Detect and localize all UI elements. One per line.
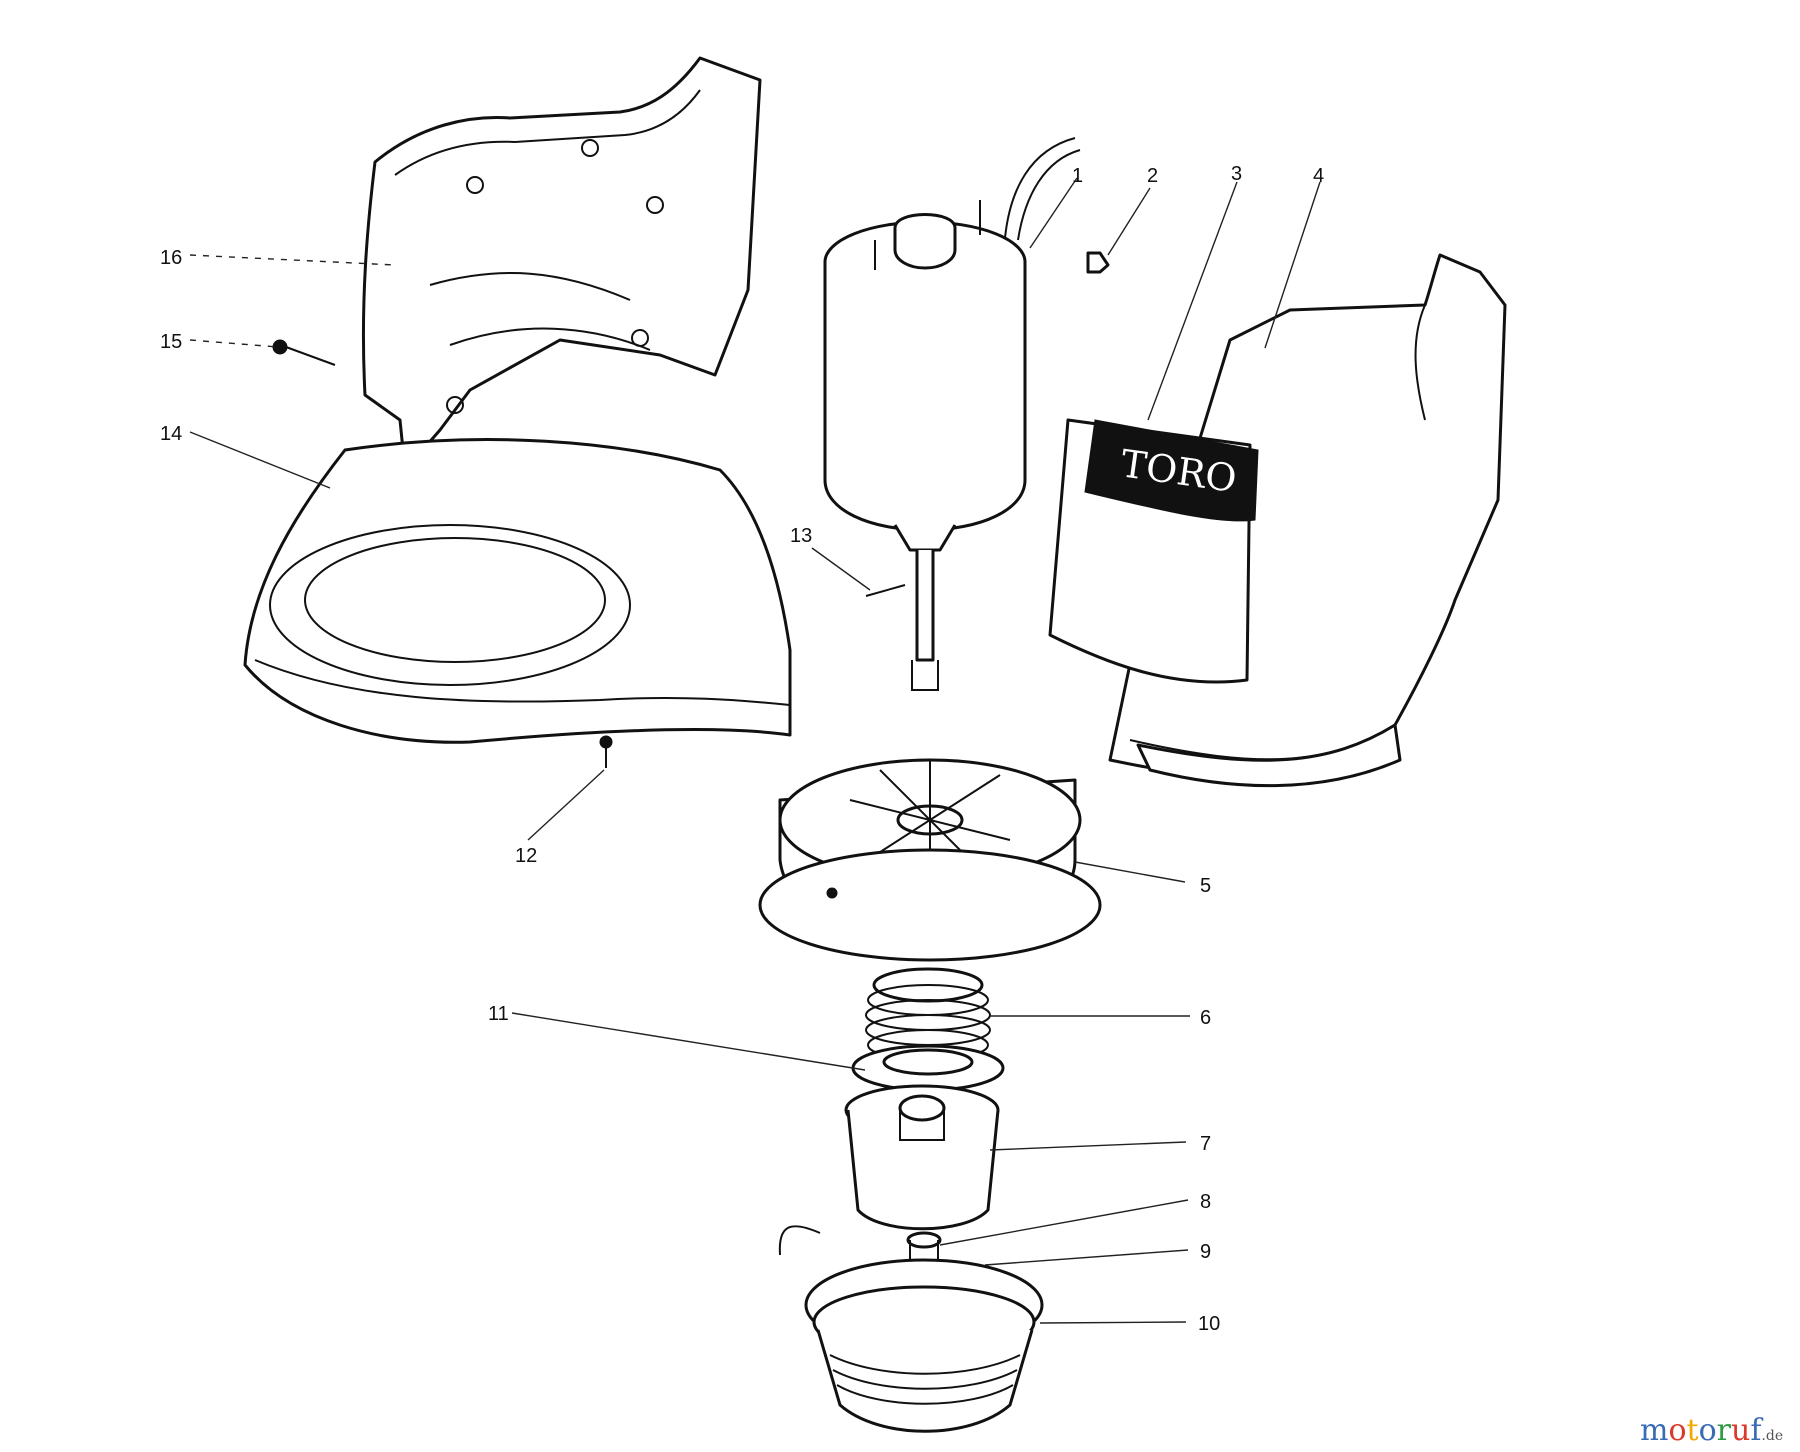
part-8-bolt xyxy=(906,1231,942,1263)
watermark-letter: u xyxy=(1731,1413,1750,1448)
leader-7 xyxy=(989,1141,1187,1151)
leader-3 xyxy=(1147,181,1238,421)
watermark-letter: m xyxy=(1640,1413,1668,1448)
leader-10 xyxy=(1039,1321,1187,1324)
callout-4: 4 xyxy=(1313,165,1324,187)
watermark-letter: o xyxy=(1699,1413,1717,1448)
part-11-washer xyxy=(851,1044,1005,1092)
part-7-spool-housing xyxy=(844,1084,1000,1231)
part-10-spool xyxy=(804,1258,1044,1433)
watermark-letter: o xyxy=(1668,1413,1686,1448)
callout-7: 7 xyxy=(1200,1133,1211,1155)
part-6-spring xyxy=(865,967,991,1061)
leader-8 xyxy=(939,1199,1189,1246)
leader-11 xyxy=(511,1012,866,1071)
callout-3: 3 xyxy=(1231,163,1242,185)
leader-5 xyxy=(1074,861,1186,883)
part-12-screw xyxy=(599,735,613,768)
callout-14: 14 xyxy=(160,423,182,445)
watermark-letter: r xyxy=(1717,1413,1732,1448)
leader-2 xyxy=(1107,187,1151,256)
callout-16: 16 xyxy=(160,247,182,269)
leader-15 xyxy=(189,339,279,348)
callout-12: 12 xyxy=(515,845,537,867)
callout-8: 8 xyxy=(1200,1191,1211,1213)
leader-4 xyxy=(1264,181,1321,349)
part-3-decal: TORO xyxy=(1048,418,1259,684)
callouts: 1 2 3 4 5 6 7 8 9 10 11 12 13 14 15 16 xyxy=(160,163,1324,1335)
leader-12 xyxy=(527,769,605,841)
motoruf-watermark-logo: motoruf.de xyxy=(1640,1413,1783,1448)
part-2-cap xyxy=(1086,251,1110,274)
part-13-pin xyxy=(865,584,906,597)
leader-13 xyxy=(811,547,871,591)
callout-9: 9 xyxy=(1200,1241,1211,1263)
watermark-letter: t xyxy=(1687,1413,1699,1448)
part-5-fan xyxy=(758,758,1102,962)
callout-11: 11 xyxy=(488,1003,509,1025)
watermark-suffix: .de xyxy=(1761,1428,1783,1444)
callout-15: 15 xyxy=(160,331,182,353)
leader-16 xyxy=(189,254,396,266)
leader-14 xyxy=(189,431,331,489)
leader-lines xyxy=(189,177,1321,1324)
callout-1: 1 xyxy=(1072,165,1083,187)
part-1-motor xyxy=(823,137,1081,691)
callout-2: 2 xyxy=(1147,165,1158,187)
watermark-letter: f xyxy=(1750,1413,1763,1448)
part-16-top-cover xyxy=(361,56,762,472)
leader-1 xyxy=(1029,177,1078,249)
callout-5: 5 xyxy=(1200,875,1211,897)
callout-10: 10 xyxy=(1198,1313,1220,1335)
callout-6: 6 xyxy=(1200,1007,1211,1029)
svg-text:motoruf.de: motoruf.de xyxy=(1640,1413,1783,1448)
part-14-lower-housing xyxy=(243,438,792,744)
part-15-screw xyxy=(272,339,336,366)
leader-9 xyxy=(984,1249,1189,1266)
callout-13: 13 xyxy=(790,525,812,547)
